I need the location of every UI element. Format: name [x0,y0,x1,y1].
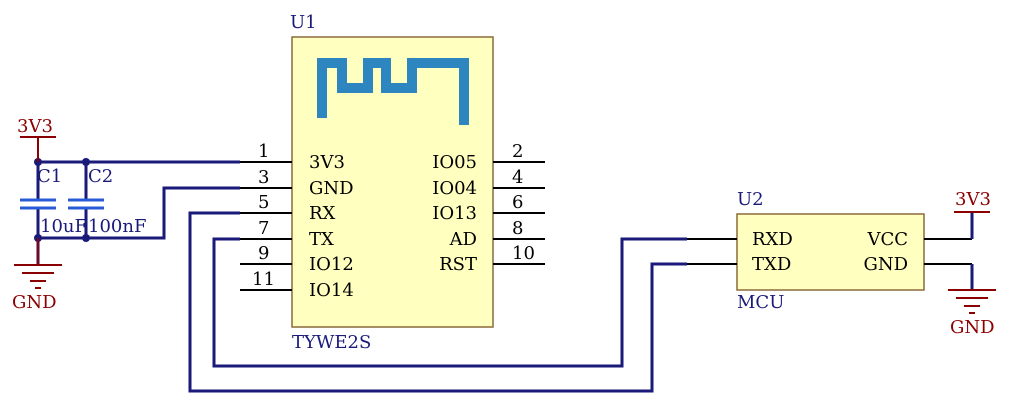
power-label-gnd: GND [950,317,995,338]
u2-designator: U2 [737,189,764,210]
ground-left: GND [12,238,62,313]
u2-part-name: MCU [737,292,784,313]
u1-pin-number: 2 [512,141,523,162]
u2-pin-name: RXD [752,229,793,250]
u1-pin-number: 10 [512,243,535,264]
wire-rx-to-txd [188,211,687,393]
c1-value: 10uF [40,216,87,237]
power-label-3v3: 3V3 [955,189,991,210]
junction-dot [82,234,90,242]
u1-pin-number: 7 [258,218,269,239]
capacitor-c2: C2 100nF [68,166,146,237]
u1-left-pins: 1 3 5 7 9 11 3V3 GND RX TX IO12 IO14 [240,141,354,301]
wire-tx-to-rxd [212,237,687,368]
u1-pin-number: 11 [252,269,275,290]
antenna-icon [317,58,469,125]
u1-pin-name: IO14 [309,280,354,301]
u2-pin-name: GND [863,254,908,275]
u2-pin-name: VCC [866,229,908,250]
wires [36,160,974,393]
u1-pin-name: AD [449,229,477,250]
u1-pin-number: 9 [258,243,269,264]
c2-ref: C2 [88,166,113,187]
capacitor-c1: C1 10uF [20,166,87,237]
u2-mcu-body [736,213,925,291]
power-label-3v3: 3V3 [17,116,53,137]
u1-part-name: TYWE2S [292,332,371,353]
u2-pin-name: TXD [752,254,791,275]
u1-pin-name: TX [309,229,334,250]
power-3v3-left: 3V3 [17,116,56,162]
u1-pin-number: 5 [258,192,269,213]
u1-pin-name: IO05 [432,152,477,173]
u1-right-pins: 2 4 6 8 10 IO05 IO04 IO13 AD RST [432,141,545,275]
u1-pin-number: 8 [512,218,523,239]
power-3v3-right: 3V3 [954,189,991,213]
u1-pin-name: RX [309,203,336,224]
u1-pin-number: 1 [258,141,269,162]
c2-value: 100nF [88,216,146,237]
u1-pin-number: 4 [512,167,523,188]
power-label-gnd: GND [12,292,57,313]
wire-gnd-net [38,186,240,240]
junction-dot [82,158,90,166]
u1-pin-name: GND [309,178,354,199]
u1-designator: U1 [290,12,317,33]
c1-ref: C1 [37,166,62,187]
u1-pin-name: 3V3 [309,152,345,173]
u1-pin-name: IO12 [309,254,354,275]
u1-pin-name: IO04 [432,178,477,199]
u1-pin-name: IO13 [432,203,477,224]
ground-right: GND [948,289,996,338]
u1-pin-number: 3 [258,167,269,188]
u1-pin-name: RST [439,254,477,275]
u1-pin-number: 6 [512,192,523,213]
